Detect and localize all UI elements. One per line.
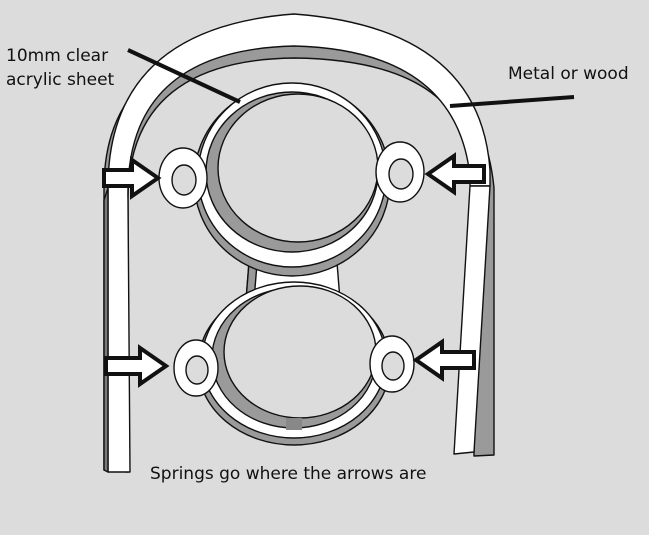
lug-lower-left-hole [185,355,209,385]
upper-ring-hole [217,93,379,243]
leader-line-acrylic [127,48,241,104]
acrylic-plate [158,82,425,446]
lug-upper-right-hole [388,158,414,190]
label-acrylic-sheet: 10mm clear acrylic sheet [6,44,114,92]
lower-ring-hole [223,285,377,419]
arrow-left-icon [412,338,476,382]
lug-lower-right-hole [381,351,405,381]
leader-line-frame [449,95,575,108]
arrow-right-icon [102,156,162,200]
caption-springs: Springs go where the arrows are [150,464,427,484]
label-acrylic-line2: acrylic sheet [6,70,115,90]
arch-frame-left-leg-edge [103,187,109,473]
arrow-left-icon [424,152,486,196]
label-frame-material: Metal or wood [508,64,629,84]
arrow-right-icon [104,344,170,388]
label-acrylic-line1: 10mm clear [6,46,109,66]
arch-frame [103,13,495,473]
lower-ring-mark [286,418,302,430]
lug-upper-left-hole [171,164,197,196]
